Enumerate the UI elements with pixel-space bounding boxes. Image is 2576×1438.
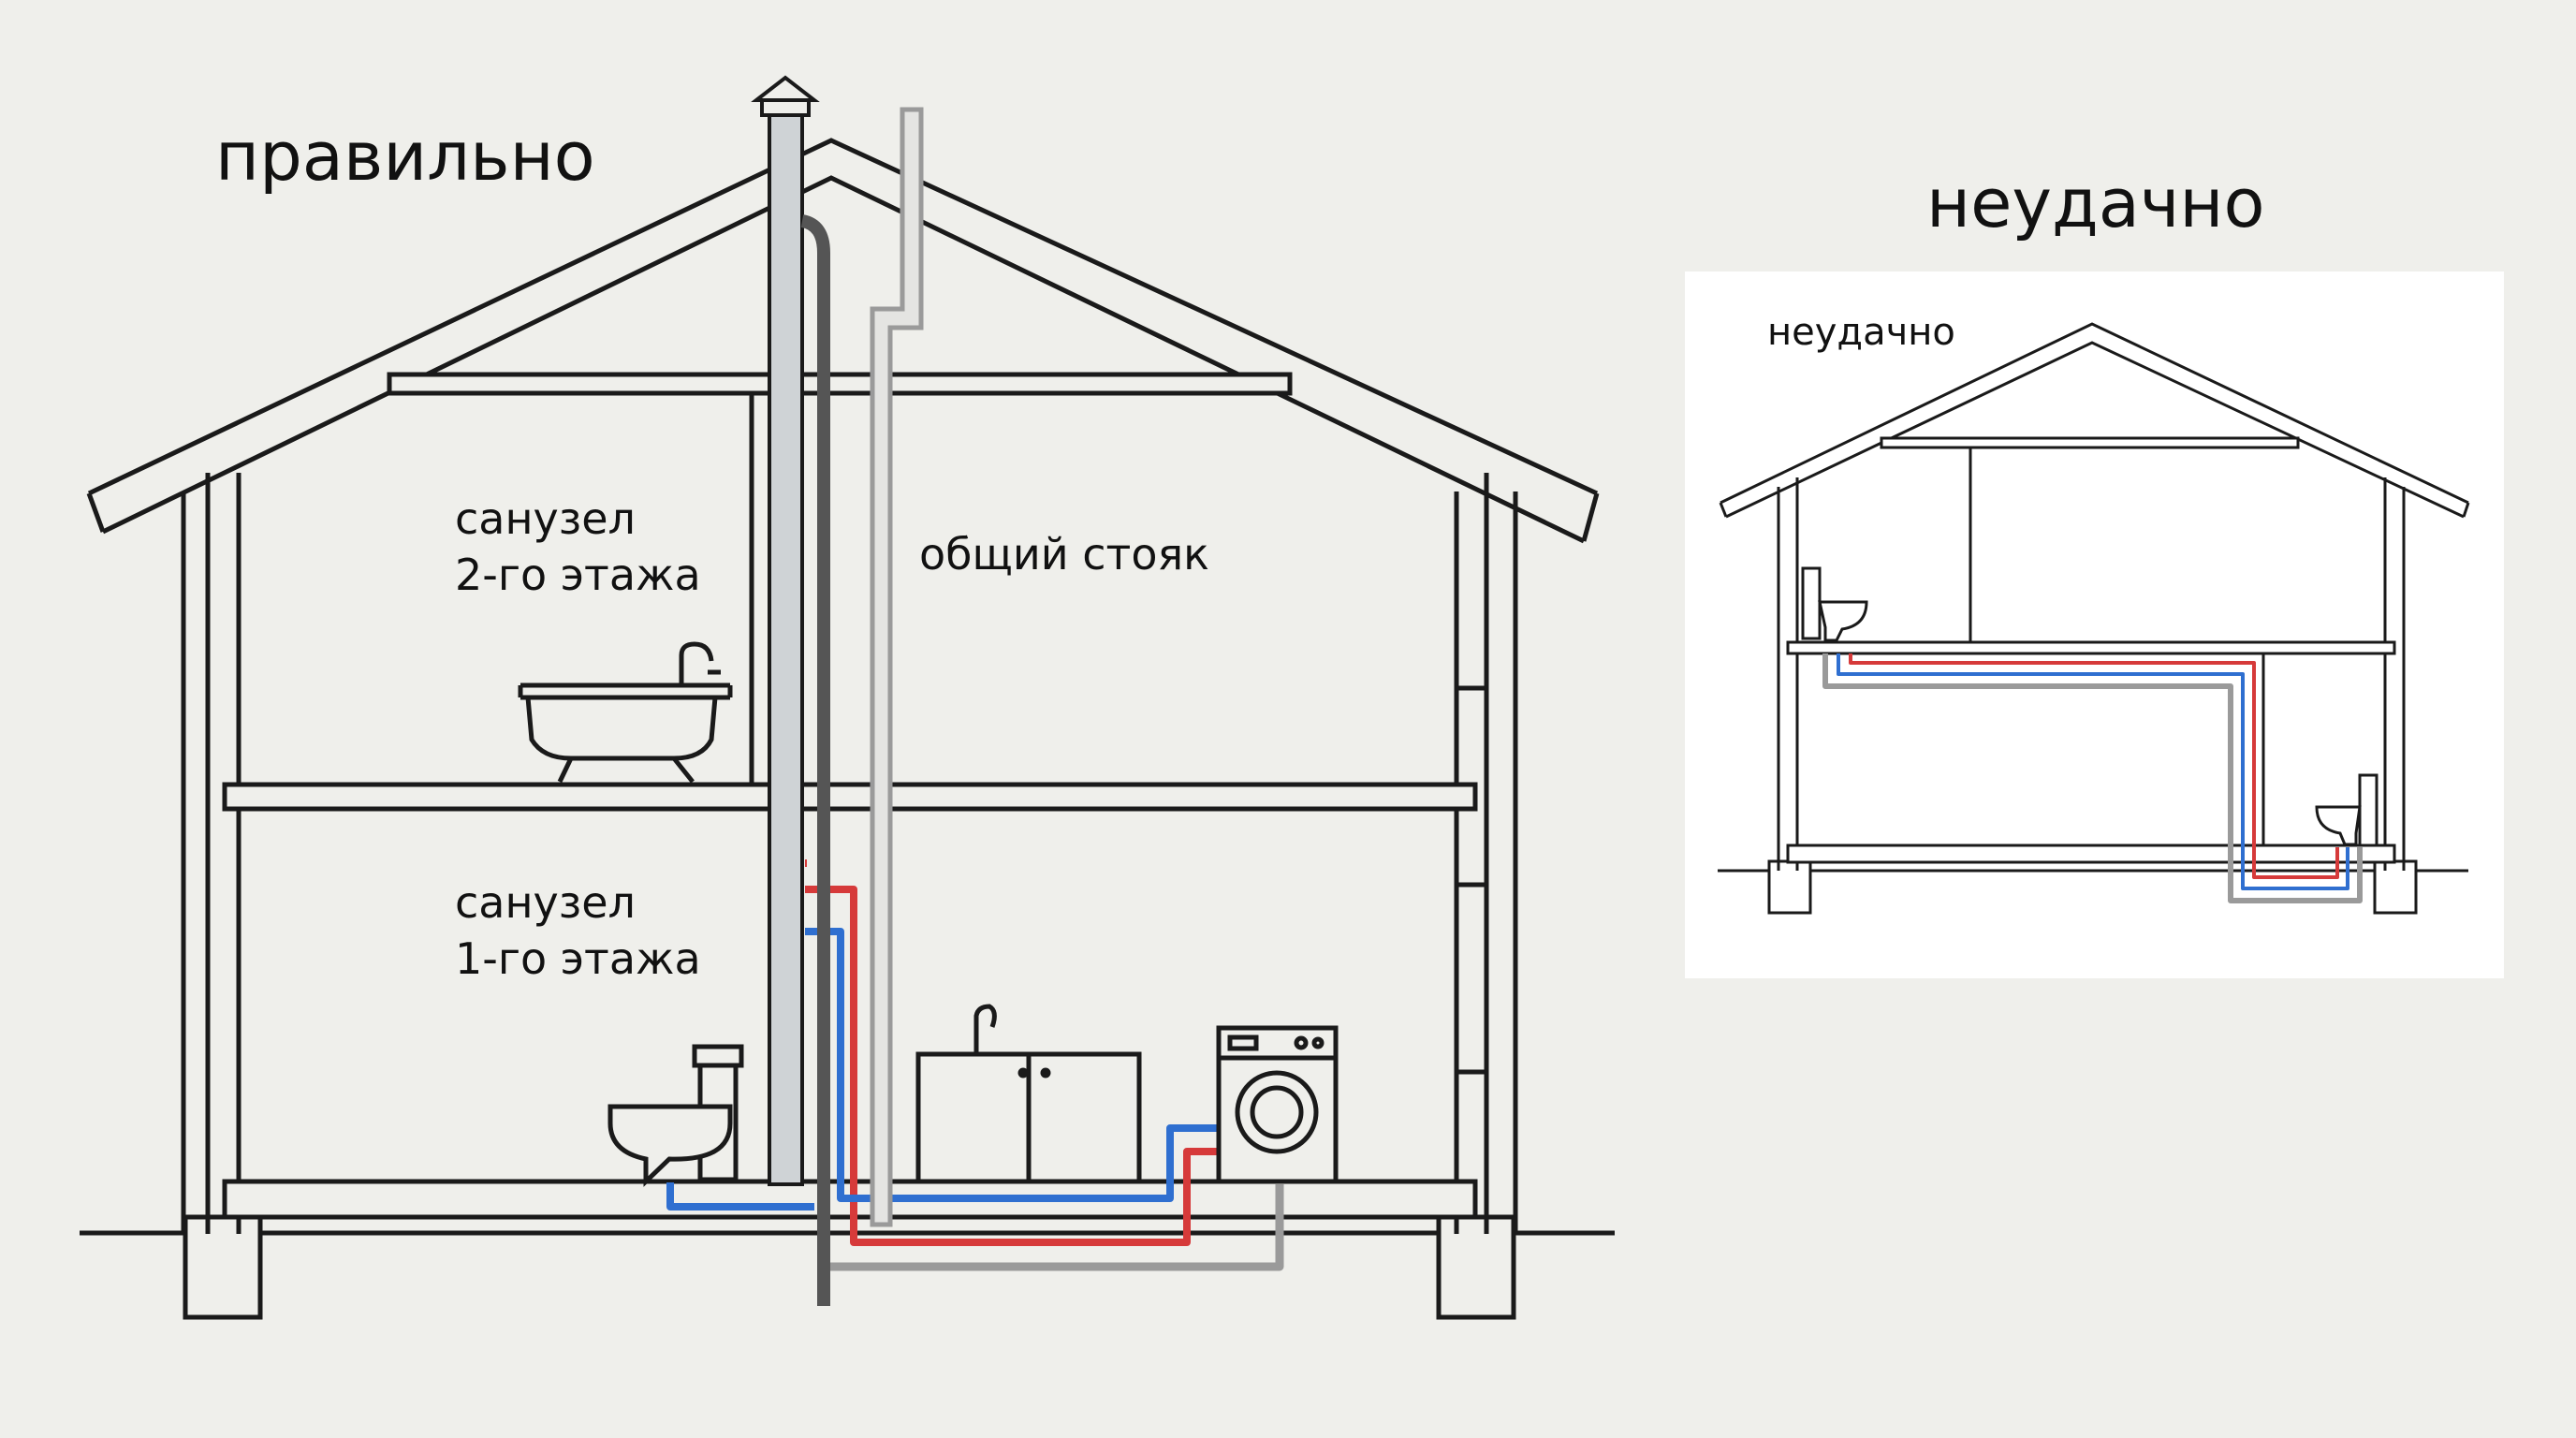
poor-title: неудачно: [1926, 164, 2265, 242]
poor-attic-beam: [1880, 436, 2300, 449]
correct-pipes: [666, 859, 1284, 1271]
correct-house: [80, 138, 1615, 1320]
toilet-icon: [607, 1044, 744, 1187]
common-riser-label: общий стояк: [919, 529, 1209, 580]
bathroom-1st-floor-label-line1: санузел: [455, 877, 636, 928]
right-wall: [1454, 473, 1518, 1234]
correct-title: правильно: [215, 117, 595, 196]
poor-roof: [1719, 322, 2470, 519]
poor-walls: [1777, 477, 2406, 871]
poor-toilet-lower-icon: [2315, 773, 2378, 847]
left-wall: [181, 473, 242, 1234]
poor-foundation-left: [1767, 859, 1812, 915]
drain-pipe: [820, 1184, 1284, 1271]
poor-drain-pipe: [1822, 653, 2363, 903]
poor-house: [1718, 322, 2470, 915]
foundation-left: [183, 1214, 263, 1320]
poor-second-floor-slab: [1786, 640, 2396, 655]
sink-cabinet-icon: [915, 1004, 1142, 1184]
bathroom-2nd-floor-label-line2: 2-го этажа: [455, 550, 701, 600]
poor-first-floor-slab: [1786, 844, 2396, 864]
bathroom-1st-floor-label-line2: 1-го этажа: [455, 933, 701, 984]
hot-pipe: [805, 859, 1217, 1246]
vent-cap-icon: [751, 75, 820, 102]
washing-machine-icon: [1216, 1025, 1339, 1184]
second-floor-slab: [222, 782, 1478, 812]
poor-toilet-upper-icon: [1801, 566, 1868, 642]
poor-inset-title: неудачно: [1767, 311, 1955, 354]
cold-pipe-toilet: [666, 1182, 814, 1211]
poor-hot-pipe: [1849, 653, 2339, 879]
attic-beam: [387, 372, 1293, 396]
cold-pipe-riser: [805, 928, 1217, 1202]
bathroom-2nd-floor-label-line1: санузел: [455, 493, 636, 544]
foundation-right: [1436, 1214, 1516, 1320]
roof: [86, 138, 1600, 544]
vent-pipe: [870, 107, 924, 1227]
poor-cold-pipe: [1837, 653, 2349, 890]
poor-foundation-right: [2373, 859, 2418, 915]
poor-pipes: [1822, 653, 2363, 903]
bathtub-icon: [518, 641, 733, 784]
main-riser: [751, 75, 830, 1306]
